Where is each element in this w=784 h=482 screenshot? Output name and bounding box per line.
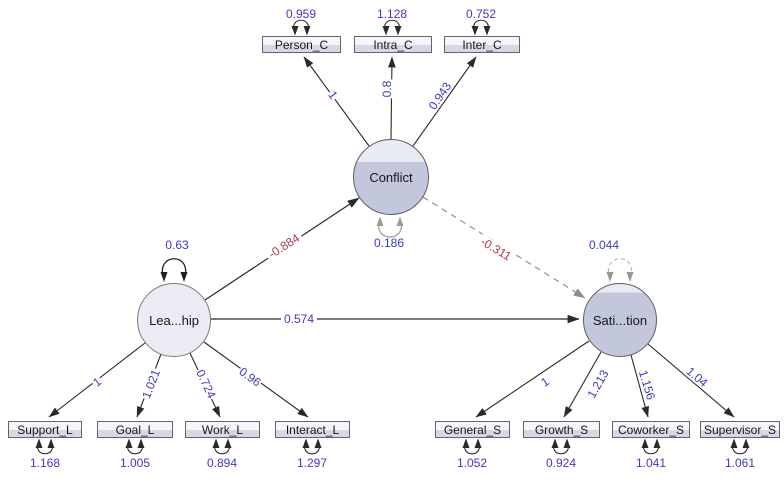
variance-growth-s: 0.924: [545, 456, 577, 470]
latent-leadership-label: Lea...hip: [149, 312, 199, 328]
indicator-interact-l-label: Interact_L: [285, 422, 340, 437]
variance-person-c: 0.959: [285, 7, 317, 21]
indicator-inter-c-label: Inter_C: [462, 37, 502, 52]
variance-satisfaction: 0.044: [588, 238, 620, 252]
leadership-variance-loop: [160, 258, 188, 282]
indicator-supervisor-s[interactable]: Supervisor_S: [700, 421, 780, 438]
indicator-work-l-label: Work_L: [201, 422, 244, 437]
variance-inter-c: 0.752: [465, 7, 497, 21]
indicator-inter-c[interactable]: Inter_C: [444, 36, 520, 53]
latent-satisfaction-label: Sati...tion: [592, 312, 648, 328]
indicator-support-l[interactable]: Support_L: [8, 421, 82, 438]
variance-supervisor-s: 1.061: [724, 456, 756, 470]
loading-intra-c: 0.8: [380, 79, 394, 99]
variance-conflict: 0.186: [373, 236, 405, 250]
indicator-person-c-label: Person_C: [274, 37, 329, 52]
variance-intra-c: 1.128: [376, 7, 408, 21]
coef-leadership-satisfaction: 0.574: [280, 313, 318, 325]
bottom-error-loops: [35, 438, 750, 455]
variance-support-l: 1.168: [29, 456, 61, 470]
latent-conflict-label: Conflict: [369, 169, 413, 185]
indicator-growth-s[interactable]: Growth_S: [523, 421, 600, 438]
variance-goal-l: 1.005: [119, 456, 151, 470]
conflict-variance-loop: [376, 216, 404, 238]
satisfaction-variance-loop: [606, 258, 634, 282]
indicator-interact-l[interactable]: Interact_L: [275, 421, 350, 438]
indicator-coworker-s[interactable]: Coworker_S: [612, 421, 690, 438]
top-error-loops: [291, 19, 491, 36]
variance-general-s: 1.052: [456, 456, 488, 470]
indicator-general-s[interactable]: General_S: [435, 421, 510, 438]
indicator-goal-l-label: Goal_L: [115, 422, 155, 437]
variance-leadership: 0.63: [165, 238, 189, 252]
indicator-growth-s-label: Growth_S: [534, 422, 589, 437]
indicator-person-c[interactable]: Person_C: [262, 36, 341, 53]
variance-work-l: 0.894: [206, 456, 238, 470]
indicator-general-s-label: General_S: [443, 422, 502, 437]
indicator-support-l-label: Support_L: [17, 422, 73, 437]
latent-conflict[interactable]: Conflict: [353, 139, 429, 215]
indicator-coworker-s-label: Coworker_S: [617, 422, 685, 437]
indicator-work-l[interactable]: Work_L: [185, 421, 260, 438]
variance-coworker-s: 1.041: [635, 456, 667, 470]
path-conflict-to-satisfaction-dashed[interactable]: [422, 196, 586, 299]
indicator-intra-c[interactable]: Intra_C: [354, 36, 432, 53]
latent-leadership[interactable]: Lea...hip: [137, 283, 211, 357]
variance-interact-l: 1.297: [296, 456, 328, 470]
latent-satisfaction[interactable]: Sati...tion: [583, 283, 657, 357]
indicator-supervisor-s-label: Supervisor_S: [703, 422, 777, 437]
indicator-goal-l[interactable]: Goal_L: [97, 421, 173, 438]
indicator-intra-c-label: Intra_C: [373, 37, 413, 52]
